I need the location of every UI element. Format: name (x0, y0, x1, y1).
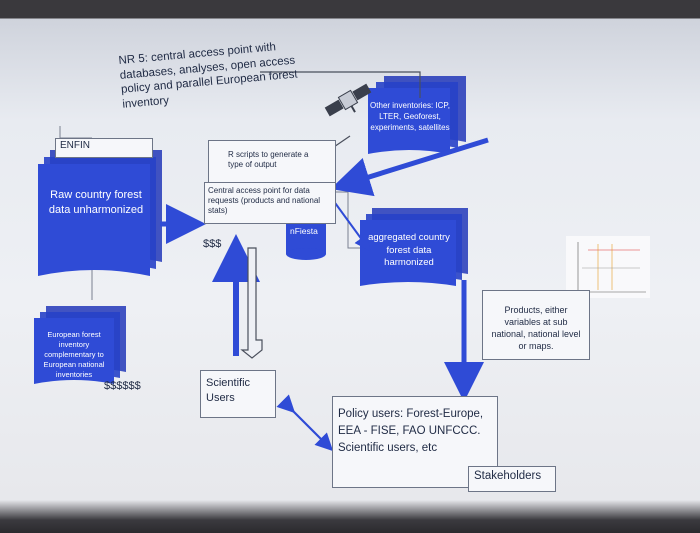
enfin-box (55, 138, 153, 158)
stakeholders-label: Stakeholders (474, 470, 542, 482)
enfin-label: ENFIN (60, 140, 90, 151)
satellite-icon (324, 83, 372, 117)
products-label: Products, either variables at sub nation… (491, 305, 581, 351)
nfiesta-label: nFiesta (290, 226, 318, 236)
cost-large-label: $$$$$$ (104, 380, 141, 392)
central-access-box (204, 182, 336, 224)
scientific-users-box (200, 370, 276, 418)
raw-data-stack (38, 150, 162, 276)
central-access-label: Central access point for data requests (… (208, 186, 321, 215)
scientific-users-label: Scientific Users (206, 377, 251, 404)
policy-users-label: Policy users: Forest-Europe, EEA - FISE,… (338, 408, 484, 454)
r-scripts-box (208, 140, 336, 188)
other-inventories-label: Other inventories: ICP, LTER, Geoforest,… (370, 101, 450, 132)
european-inventory-stack (34, 306, 126, 384)
cost-small-label: $$$ (203, 238, 222, 250)
aggregated-label: aggregated country forest data harmonize… (368, 232, 450, 268)
raw-data-label: Raw country forest data unharmonized (48, 189, 144, 216)
chart-thumbnail-icon (566, 236, 650, 298)
stakeholders-box (468, 466, 556, 492)
products-box (482, 290, 590, 360)
aggregated-stack (360, 208, 468, 286)
european-inventory-label: European forest inventory complementary … (43, 330, 105, 379)
other-inventories-stack (368, 76, 466, 154)
r-scripts-label: R scripts to generate a type of output (228, 150, 309, 169)
